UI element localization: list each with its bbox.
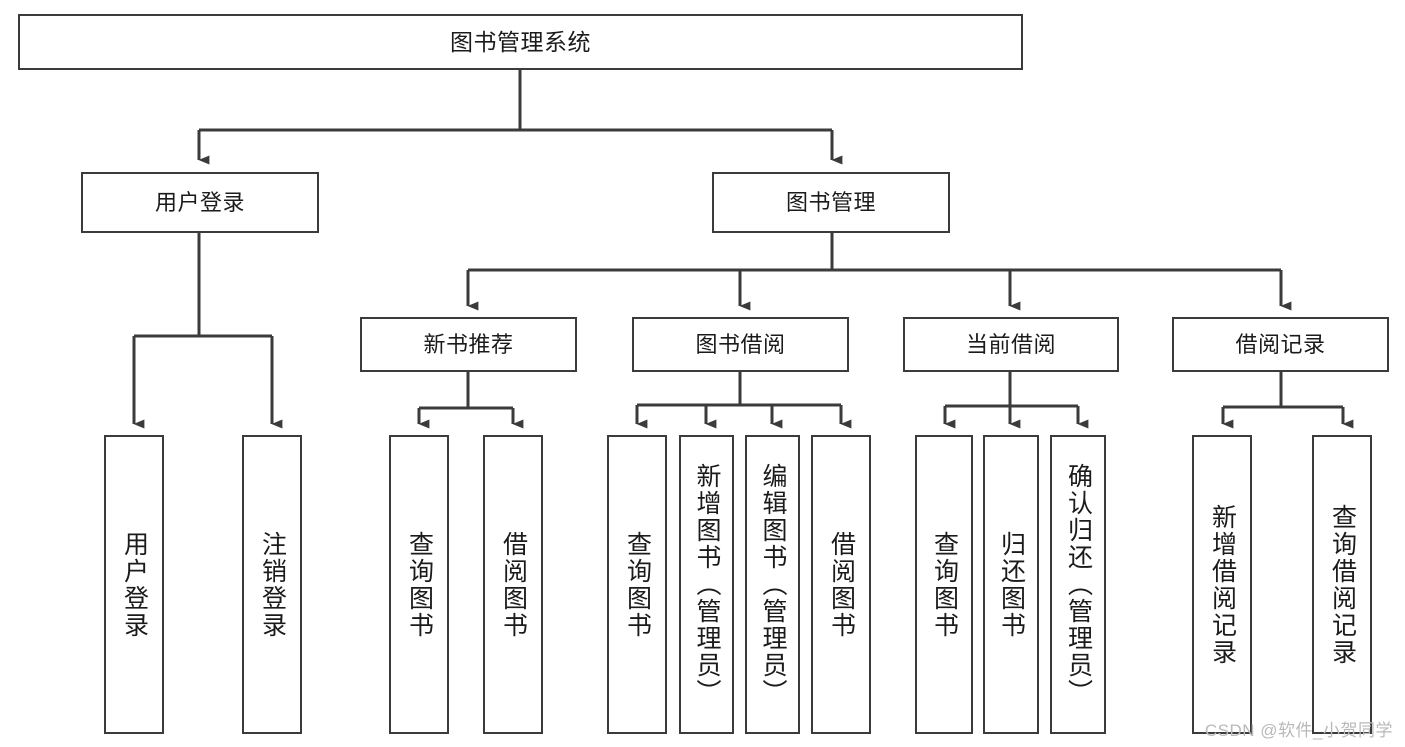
node-leaf-add-book[interactable]: 新增图书（管理员） (679, 435, 734, 734)
node-book-management[interactable]: 图书管理 (712, 172, 950, 233)
node-user-login[interactable]: 用户登录 (81, 172, 319, 233)
node-leaf-user-login[interactable]: 用户登录 (104, 435, 164, 734)
node-user-login-label: 用户登录 (154, 189, 245, 215)
node-leaf-borrow-book-2[interactable]: 借阅图书 (811, 435, 871, 734)
node-root[interactable]: 图书管理系统 (18, 14, 1023, 70)
node-leaf-return-book-label: 归还图书 (997, 530, 1026, 639)
node-leaf-add-record-label: 新增借阅记录 (1208, 503, 1237, 666)
node-new-book-recommend-label: 新书推荐 (423, 331, 514, 357)
node-leaf-user-logout-label: 注销登录 (258, 530, 287, 639)
node-leaf-query-book-2[interactable]: 查询图书 (607, 435, 667, 734)
node-leaf-query-book-1[interactable]: 查询图书 (389, 435, 449, 734)
node-book-borrow-label: 图书借阅 (695, 331, 786, 357)
node-leaf-add-book-label: 新增图书（管理员） (693, 463, 721, 706)
node-leaf-return-book[interactable]: 归还图书 (983, 435, 1039, 734)
node-leaf-query-book-3[interactable]: 查询图书 (915, 435, 973, 734)
node-borrow-record[interactable]: 借阅记录 (1172, 317, 1389, 372)
node-book-borrow[interactable]: 图书借阅 (632, 317, 849, 372)
watermark-text: CSDN @软件_小贺同学 (1204, 721, 1393, 740)
node-leaf-borrow-book-1[interactable]: 借阅图书 (483, 435, 543, 734)
node-leaf-edit-book[interactable]: 编辑图书（管理员） (745, 435, 800, 734)
node-current-borrow[interactable]: 当前借阅 (903, 317, 1119, 372)
node-leaf-query-record[interactable]: 查询借阅记录 (1312, 435, 1372, 734)
node-leaf-edit-book-label: 编辑图书（管理员） (759, 463, 787, 706)
node-leaf-add-record[interactable]: 新增借阅记录 (1192, 435, 1252, 734)
node-leaf-query-book-3-label: 查询图书 (930, 530, 959, 639)
node-leaf-user-logout[interactable]: 注销登录 (242, 435, 302, 734)
node-leaf-query-book-1-label: 查询图书 (405, 530, 434, 639)
node-leaf-query-book-2-label: 查询图书 (623, 530, 652, 639)
node-book-management-label: 图书管理 (785, 189, 876, 215)
node-leaf-confirm-return-label: 确认归还（管理员） (1064, 463, 1093, 706)
node-leaf-query-record-label: 查询借阅记录 (1328, 503, 1357, 666)
node-new-book-recommend[interactable]: 新书推荐 (360, 317, 577, 372)
node-current-borrow-label: 当前借阅 (965, 331, 1056, 357)
node-borrow-record-label: 借阅记录 (1235, 331, 1326, 357)
node-leaf-user-login-label: 用户登录 (120, 530, 149, 639)
node-leaf-confirm-return[interactable]: 确认归还（管理员） (1050, 435, 1106, 734)
node-root-label: 图书管理系统 (450, 28, 591, 55)
node-leaf-borrow-book-1-label: 借阅图书 (499, 530, 528, 639)
node-leaf-borrow-book-2-label: 借阅图书 (827, 530, 856, 639)
